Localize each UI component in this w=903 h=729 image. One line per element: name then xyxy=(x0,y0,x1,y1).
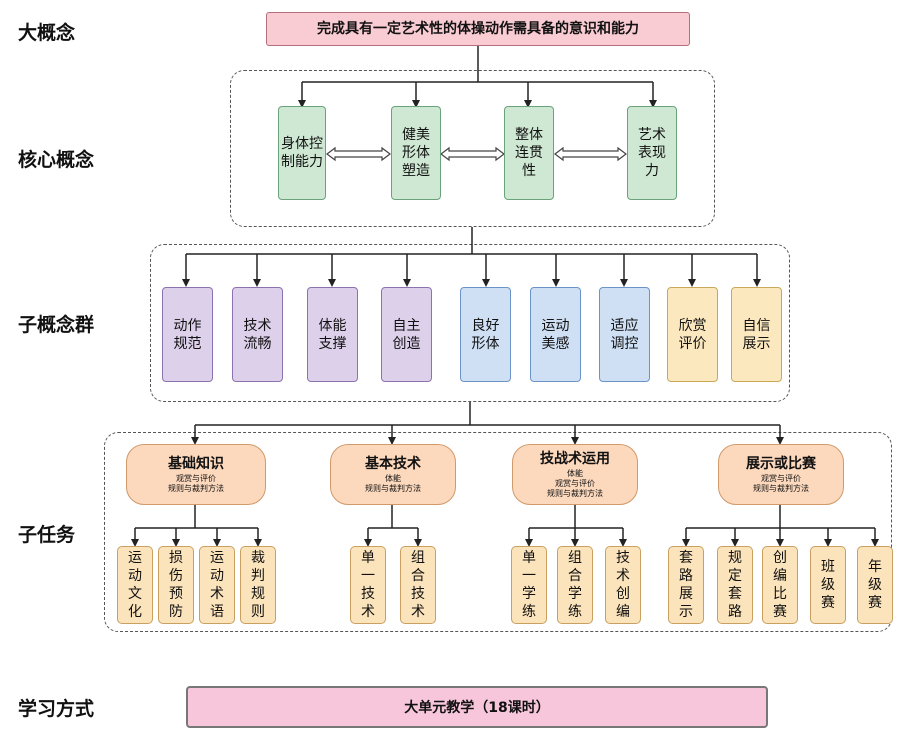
subconcept-box-3: 体能支撑 xyxy=(307,287,358,382)
task4-sub-4: 班级赛 xyxy=(810,546,846,624)
core-box-2: 健美形体塑造 xyxy=(391,106,441,200)
task-title-2: 基本技术 xyxy=(365,456,421,472)
subconcept-box-2: 技术流畅 xyxy=(232,287,283,382)
task4-sub-text-3: 创编比赛 xyxy=(773,550,787,620)
task1-sub-2: 损伤预防 xyxy=(158,546,194,624)
subconcept-text-8: 欣赏评价 xyxy=(678,317,707,352)
task4-sub-3: 创编比赛 xyxy=(762,546,798,624)
task1-sub-1: 运动文化 xyxy=(117,546,153,624)
task-note-1: 观赏与评价 规则与裁判方法 xyxy=(168,474,224,493)
task-box-2: 基本技术 体能 规则与裁判方法 xyxy=(330,444,456,505)
core-box-1: 身体控制能力 xyxy=(278,106,326,200)
task3-sub-3: 技术创编 xyxy=(605,546,641,624)
subconcept-text-4: 自主创造 xyxy=(392,317,421,352)
subconcept-box-7: 适应调控 xyxy=(599,287,650,382)
learning-mode-text: 大单元教学（18课时） xyxy=(404,700,550,716)
task-box-1: 基础知识 观赏与评价 规则与裁判方法 xyxy=(126,444,266,505)
task-note-4: 观赏与评价 规则与裁判方法 xyxy=(753,474,809,493)
task3-sub-text-1: 单一学练 xyxy=(522,550,536,620)
label-learning-mode: 学习方式 xyxy=(18,698,95,720)
subconcept-text-3: 体能支撑 xyxy=(318,317,347,352)
task4-sub-5: 年级赛 xyxy=(857,546,893,624)
task4-sub-1: 套路展示 xyxy=(668,546,704,624)
task-box-3: 技战术运用 体能 观赏与评价 规则与裁判方法 xyxy=(512,444,638,505)
task4-sub-text-1: 套路展示 xyxy=(679,550,693,620)
task-title-1: 基础知识 xyxy=(168,456,224,472)
core-text-1: 身体控制能力 xyxy=(281,136,323,170)
core-text-4: 艺术表现力 xyxy=(638,127,666,179)
core-group-frame xyxy=(230,70,715,227)
task1-sub-3: 运动术语 xyxy=(199,546,235,624)
task-box-4: 展示或比赛 观赏与评价 规则与裁判方法 xyxy=(718,444,844,505)
task2-sub-text-1: 单一技术 xyxy=(361,550,375,620)
task3-sub-text-2: 组合学练 xyxy=(568,550,582,620)
task1-sub-text-4: 裁判规则 xyxy=(251,550,265,620)
core-text-2: 健美形体塑造 xyxy=(402,127,430,179)
task4-sub-text-5: 年级赛 xyxy=(868,559,882,611)
subconcept-box-6: 运动美感 xyxy=(530,287,581,382)
task1-sub-text-1: 运动文化 xyxy=(128,550,142,620)
subconcept-box-5: 良好形体 xyxy=(460,287,511,382)
task3-sub-1: 单一学练 xyxy=(511,546,547,624)
learning-mode-bar: 大单元教学（18课时） xyxy=(186,686,768,728)
task-note-3: 体能 观赏与评价 规则与裁判方法 xyxy=(547,469,603,498)
task-title-3: 技战术运用 xyxy=(540,451,610,467)
core-text-3: 整体连贯性 xyxy=(515,127,543,179)
subconcept-text-5: 良好形体 xyxy=(471,317,500,352)
subconcept-text-1: 动作规范 xyxy=(173,317,202,352)
subconcept-box-9: 自信展示 xyxy=(731,287,782,382)
big-concept-box: 完成具有一定艺术性的体操动作需具备的意识和能力 xyxy=(266,12,690,46)
task4-sub-text-2: 规定套路 xyxy=(728,550,742,620)
subtask-group-frame xyxy=(104,432,892,632)
subconcept-group-frame xyxy=(150,244,790,402)
big-concept-text: 完成具有一定艺术性的体操动作需具备的意识和能力 xyxy=(317,20,639,37)
task3-sub-text-3: 技术创编 xyxy=(616,550,630,620)
task4-sub-text-4: 班级赛 xyxy=(821,559,835,611)
subconcept-box-4: 自主创造 xyxy=(381,287,432,382)
subconcept-box-8: 欣赏评价 xyxy=(667,287,718,382)
label-sub-concepts: 子概念群 xyxy=(18,314,95,336)
label-sub-tasks: 子任务 xyxy=(18,524,76,546)
task1-sub-text-3: 运动术语 xyxy=(210,550,224,620)
subconcept-text-7: 适应调控 xyxy=(610,317,639,352)
label-big-concept: 大概念 xyxy=(18,22,76,44)
subconcept-text-6: 运动美感 xyxy=(541,317,570,352)
task2-sub-1: 单一技术 xyxy=(350,546,386,624)
task-title-4: 展示或比赛 xyxy=(746,456,816,472)
core-box-3: 整体连贯性 xyxy=(504,106,554,200)
subconcept-box-1: 动作规范 xyxy=(162,287,213,382)
task1-sub-text-2: 损伤预防 xyxy=(169,550,183,620)
task2-sub-2: 组合技术 xyxy=(400,546,436,624)
task1-sub-4: 裁判规则 xyxy=(240,546,276,624)
task2-sub-text-2: 组合技术 xyxy=(411,550,425,620)
label-core-concept: 核心概念 xyxy=(18,149,95,171)
task-note-2: 体能 规则与裁判方法 xyxy=(365,474,421,493)
task4-sub-2: 规定套路 xyxy=(717,546,753,624)
core-box-4: 艺术表现力 xyxy=(627,106,677,200)
task3-sub-2: 组合学练 xyxy=(557,546,593,624)
subconcept-text-2: 技术流畅 xyxy=(243,317,272,352)
subconcept-text-9: 自信展示 xyxy=(742,317,771,352)
